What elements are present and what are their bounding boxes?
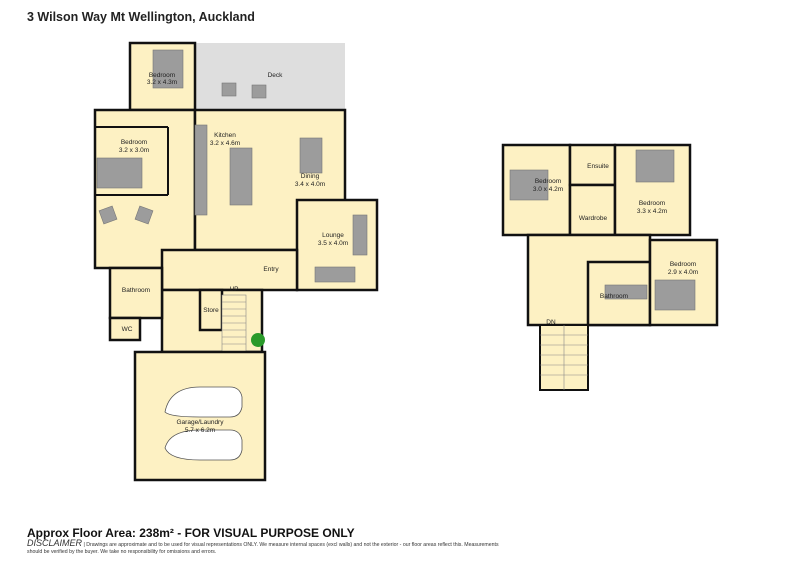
plant-icon: [251, 333, 265, 347]
room-label: Kitchen: [214, 132, 236, 139]
room-wc: [108, 316, 142, 342]
bathtub-icon: [604, 284, 648, 300]
room-label: Lounge: [322, 232, 344, 239]
bed-icon: [635, 149, 675, 183]
room-label: 3.2 x 4.6m: [210, 140, 240, 147]
room-label: 3.5 x 4.0m: [318, 240, 348, 247]
room-bedroom-left-wing: [93, 108, 197, 270]
armchair-icon: [98, 205, 118, 225]
disclaimer: DISCLAIMER | Drawings are approximate an…: [27, 538, 507, 555]
kitchen-bench: [194, 124, 208, 216]
room-label: 3.4 x 4.0m: [295, 181, 325, 188]
room-label: Bedroom: [639, 200, 665, 207]
bed-icon: [509, 169, 549, 201]
kitchen-island: [229, 147, 253, 206]
room-label: UP: [229, 286, 238, 293]
armchair-icon: [221, 82, 237, 97]
room-label: Bedroom: [121, 139, 147, 146]
floor-area: Approx Floor Area: 238m² - FOR VISUAL PU…: [27, 526, 355, 540]
room-label: 5.7 x 6.2m: [185, 427, 215, 434]
room-label: Bathroom: [600, 293, 628, 300]
room-label: | Drawings are approximate and to be use…: [27, 542, 499, 555]
room-label: Garage/Laundry: [177, 419, 225, 426]
room-label: WC: [122, 326, 133, 333]
bed-icon: [96, 157, 143, 189]
room-label: 2.9 x 4.0m: [668, 269, 698, 276]
deck: [195, 43, 345, 110]
bed-icon: [152, 49, 184, 89]
dining-table-icon: [299, 137, 323, 174]
room-label: DN: [546, 319, 556, 326]
room-label: Bedroom: [535, 178, 561, 185]
armchair-icon: [134, 205, 154, 225]
room-label: Deck: [268, 72, 284, 79]
room-label: Ensuite: [587, 163, 609, 170]
room-label: Bedroom: [149, 72, 175, 79]
room-bathroom: [108, 266, 164, 320]
room-label: Store: [203, 307, 219, 314]
car-icon: [164, 386, 243, 418]
room-label: Bathroom: [122, 287, 150, 294]
room-label: Bedroom: [670, 261, 696, 268]
sofa-icon: [314, 266, 356, 283]
room-label: 3.2 x 3.0m: [119, 147, 149, 154]
room-label: Entry: [263, 266, 279, 273]
bed-icon: [654, 279, 696, 311]
room-label: Dining: [301, 173, 320, 180]
room-label: DISCLAIMER: [27, 538, 83, 548]
sofa-icon: [352, 214, 368, 256]
room-label: 3.2 x 4.3m: [147, 79, 177, 86]
room-label: 3.0 x 4.2m: [533, 186, 563, 193]
armchair-icon: [251, 84, 267, 99]
room-label: Wardrobe: [579, 215, 608, 222]
car-icon: [164, 429, 243, 461]
page-title: 3 Wilson Way Mt Wellington, Auckland: [27, 10, 255, 24]
room-label: 3.3 x 4.2m: [637, 208, 667, 215]
room-wardrobe: [568, 183, 617, 237]
